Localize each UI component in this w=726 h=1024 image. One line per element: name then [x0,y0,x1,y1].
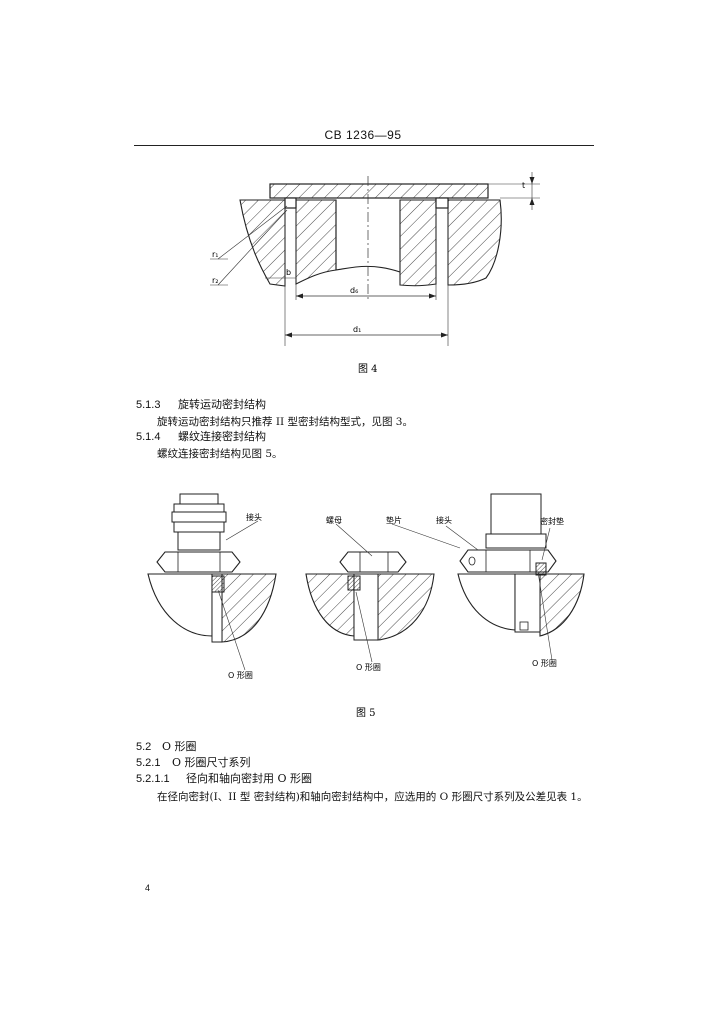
label-d1: d₁ [353,325,361,334]
o-ring-section [347,575,361,591]
label-o-ring-middle: O 形圈 [356,663,381,672]
figure-5-right-fitting [445,493,585,661]
label-sealing-washer: 密封垫 [540,516,564,526]
label-nut: 螺母 [326,515,342,525]
section-5-1-4-heading: 5.1.4 螺纹连接密封结构 [136,430,266,444]
section-number: 5.2 [136,741,152,753]
label-r1: r₁ [212,250,219,259]
section-title: O 形圈 [162,740,197,753]
groove-left [284,197,297,209]
sealing-washer-section [535,562,547,576]
section-5-2-1-1-heading: 5.2.1.1 径向和轴向密封用 O 形圈 [136,772,312,786]
paragraph-rotary-seal: 旋转运动密封结构只推荐 II 型密封结构型式，见图 3。 [157,416,413,428]
figure-5-middle-fitting [305,523,461,663]
base-right-hatched [221,573,277,643]
o-ring-section [211,575,225,593]
standard-code-header: CB 1236—95 [324,128,402,142]
body-right-inner [399,199,437,287]
body-left-inner [295,199,337,285]
section-5-2-heading: 5.2 O 形圈 [136,740,197,754]
body-left [239,199,286,287]
leader-r1 [217,205,288,260]
section-title: O 形圈尺寸系列 [172,756,251,769]
label-o-ring-right: O 形圈 [532,659,557,668]
section-title: 旋转运动密封结构 [178,398,266,411]
section-title: 螺纹连接密封结构 [178,430,266,443]
label-height: t [522,181,525,190]
label-o-ring-left: O 形圈 [228,671,253,680]
page-number: 4 [145,883,151,893]
bore-contour [335,200,401,273]
hex-nut [459,549,557,573]
section-number: 5.2.1.1 [136,773,170,785]
figure-4-drawing: r₁ r₂ b d₆ d₁ t 图 4 [210,172,540,375]
figure-5-left-fitting [147,493,277,671]
label-gasket: 垫片 [386,515,402,525]
body-right [447,199,502,286]
section-number: 5.2.1 [136,757,161,769]
hex-nut [339,551,407,573]
paragraph-o-ring-series: 在径向密封(I、II 型 密封结构)和轴向密封结构中，应选用的 O 形圈尺寸系列… [157,791,588,803]
cover-plate [269,183,489,199]
label-d6: d₆ [350,286,358,295]
label-r2: r₂ [212,276,219,285]
label-b: b [286,268,291,277]
section-5-2-1-heading: 5.2.1 O 形圈尺寸系列 [136,756,251,770]
leader-r2 [217,209,288,286]
paragraph-thread-seal: 螺纹连接密封结构见图 5。 [157,448,283,460]
section-number: 5.1.4 [136,431,161,443]
section-5-1-3-heading: 5.1.3 旋转运动密封结构 [136,398,266,412]
label-joint-right: 接头 [436,515,452,525]
figure-4-caption: 图 4 [358,363,378,375]
header-rule [134,145,594,146]
section-number: 5.1.3 [136,399,161,411]
base-left-part [147,573,213,637]
figure-5-caption: 图 5 [356,707,376,719]
section-title: 径向和轴向密封用 O 形圈 [186,772,313,785]
label-joint-left: 接头 [246,512,262,522]
groove-right [435,197,449,209]
hex-nut [156,551,241,573]
